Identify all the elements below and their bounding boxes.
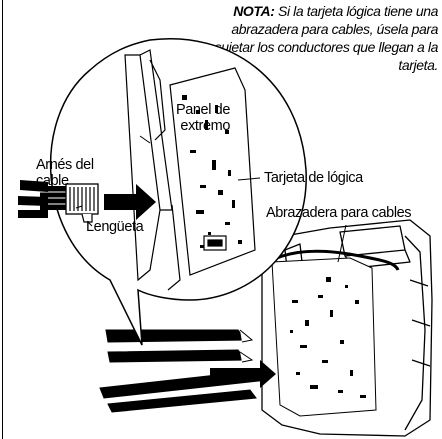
leader-lines [75,135,347,263]
label-tab: Lengüeta [86,219,144,235]
arrow-lower [210,360,276,388]
label-cable-clamp: Abrazadera para cables [266,205,412,221]
note-label: NOTA: [233,3,275,19]
cable-harness [18,180,99,223]
arrow-upper [104,184,156,220]
magnified-callout [18,38,307,346]
clamp-wire [267,249,400,271]
logic-board-lower [271,257,377,417]
label-end-panel: Panel de extremo [175,102,230,134]
note-block: NOTA: Si la tarjeta lógica tiene una abr… [208,2,439,74]
left-border-line [2,0,3,439]
note-text: Si la tarjeta lógica tiene una abrazader… [214,3,439,73]
label-logic-board: Tarjeta de lógica [264,170,363,186]
label-cable-harness: Arnés del cable [36,157,94,189]
